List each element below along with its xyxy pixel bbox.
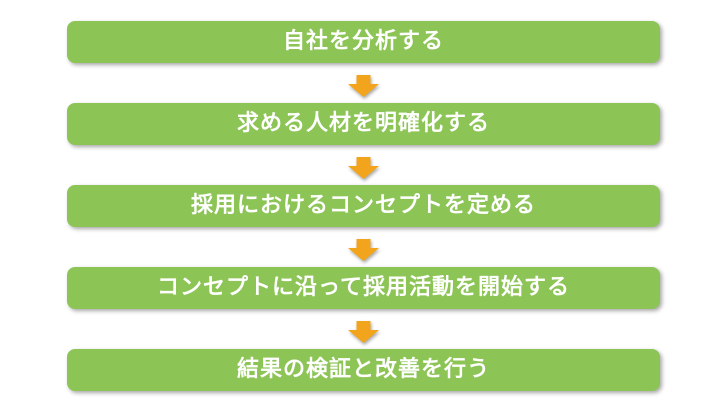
arrow-down-icon [348,321,379,343]
step-box-1: 自社を分析する [67,21,660,63]
step-box-4: コンセプトに沿って採用活動を開始する [67,267,660,309]
step-label-3: 採用におけるコンセプトを定める [190,192,536,217]
arrow-down-icon [348,75,379,97]
step-box-5: 結果の検証と改善を行う [67,349,660,391]
step-box-3: 採用におけるコンセプトを定める [67,185,660,227]
step-label-1: 自社を分析する [282,28,444,53]
arrow-down-icon [348,239,379,261]
step-label-2: 求める人材を明確化する [236,110,490,135]
arrow-down-icon [348,157,379,179]
step-label-4: コンセプトに沿って採用活動を開始する [157,274,570,299]
step-box-2: 求める人材を明確化する [67,103,660,145]
step-label-5: 結果の検証と改善を行う [236,356,490,381]
